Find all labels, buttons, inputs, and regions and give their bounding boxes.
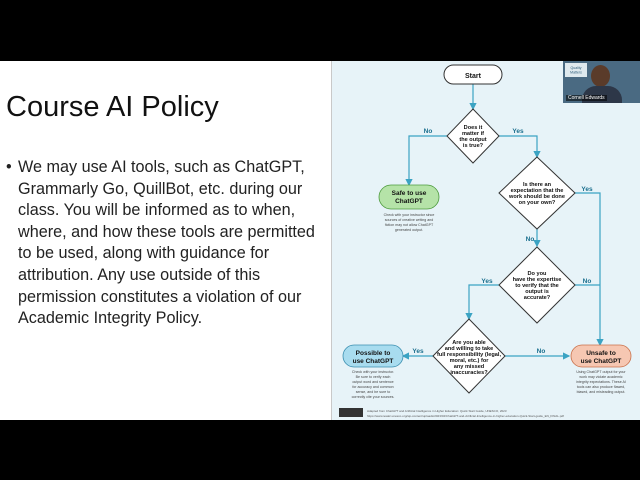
webcam-overlay: Quality Matters Cornell Edwards — [563, 61, 640, 103]
bullet-symbol: • — [6, 158, 12, 176]
possible-note: Check with your instructor. — [352, 370, 394, 374]
unsafe-note: biased, and misleading output. — [577, 390, 626, 394]
q2-line: work should be done — [508, 194, 565, 200]
policy-bullet: • We may use AI tools, such as ChatGPT, … — [6, 157, 324, 330]
participant-head — [591, 65, 610, 87]
possible-line: Possible to — [356, 350, 391, 357]
start-label: Start — [465, 73, 482, 80]
yes-label: Yes — [481, 278, 493, 285]
safe-line: ChatGPT — [395, 198, 423, 205]
cc-license-icon — [339, 408, 363, 417]
policy-text: We may use AI tools, such as ChatGPT, Gr… — [18, 158, 315, 328]
possible-outcome — [342, 344, 404, 368]
q4-line: any missed — [454, 364, 485, 370]
q2-diamond — [498, 156, 576, 230]
q4-line: and willing to take — [445, 346, 493, 352]
q1-line: the output — [459, 137, 486, 143]
q4-line: Are you able — [452, 340, 486, 346]
safe-note: fiction may not allow ChatGPT — [385, 223, 434, 227]
flowchart-svg: Start Does it matter if the output is tr… — [339, 64, 632, 418]
q1-diamond — [446, 108, 500, 164]
q3-line: accurate? — [524, 295, 551, 301]
flow-arrows — [401, 84, 604, 360]
safe-note: generated output. — [395, 228, 423, 232]
unsafe-note: integrity expectations. These AI — [576, 380, 626, 384]
q3-diamond — [498, 246, 576, 324]
poster-line: Matters — [570, 71, 582, 75]
q1-line: is true? — [463, 143, 484, 149]
q3-line: have the expertise — [513, 277, 562, 283]
unsafe-line: use ChatGPT — [581, 358, 622, 365]
no-label: No — [537, 348, 546, 355]
no-label: No — [526, 236, 535, 243]
possible-line: use ChatGPT — [353, 358, 394, 365]
q3-line: to verify that the — [515, 283, 559, 289]
credit-line: https://www.iesalc.unesco.org/wp-content… — [367, 414, 564, 418]
yes-label: Yes — [412, 348, 424, 355]
presentation-slide: Course AI Policy • We may use AI tools, … — [0, 61, 640, 420]
q2-line: Is there an — [523, 182, 552, 188]
q3-line: Do you — [528, 271, 548, 277]
slide-divider — [331, 61, 332, 420]
participant-name: Cornell Edwards — [566, 95, 607, 101]
safe-note: sources of creative writing and — [385, 218, 434, 222]
q2-line: expectation that the — [511, 188, 564, 194]
no-label: No — [424, 128, 433, 135]
ai-use-flowchart: Start Does it matter if the output is tr… — [332, 61, 640, 420]
possible-note: Be sure to verify each — [356, 375, 391, 379]
safe-line: Safe to use — [392, 190, 427, 197]
q4-diamond — [432, 318, 506, 394]
no-label: No — [583, 278, 592, 285]
possible-note: correctly cite your sources. — [352, 395, 395, 399]
safe-outcome — [378, 184, 440, 210]
q2-line: on your own? — [519, 200, 556, 206]
unsafe-line: Unsafe to — [586, 350, 616, 357]
unsafe-note: work may violate academic — [579, 375, 622, 379]
q3-line: output is — [525, 289, 549, 295]
yes-label: Yes — [581, 186, 593, 193]
safe-note: Check with your instructor since — [384, 213, 435, 217]
unsafe-outcome — [570, 344, 632, 368]
possible-note: for accuracy and common — [352, 385, 393, 389]
start-node — [443, 64, 503, 85]
credit-line: Adapted from ChatGPT and Artificial Inte… — [367, 409, 507, 413]
q4-line: moral, etc.) for — [450, 358, 490, 364]
background-poster: Quality Matters — [565, 63, 587, 77]
possible-note: output word and sentence — [352, 380, 393, 384]
q1-line: matter if — [462, 131, 484, 137]
q1-line: Does it — [464, 125, 483, 131]
yes-label: Yes — [512, 128, 524, 135]
possible-note: sense, and be sure to — [356, 390, 391, 394]
q4-line: full responsibility (legal, — [437, 352, 501, 358]
poster-line: Quality — [571, 66, 582, 70]
unsafe-note: Using ChatGPT output for your — [576, 370, 626, 374]
q4-line: inaccuracies? — [450, 370, 488, 376]
unsafe-note: tools can also produce flawed, — [577, 385, 625, 389]
slide-title: Course AI Policy — [6, 91, 219, 123]
